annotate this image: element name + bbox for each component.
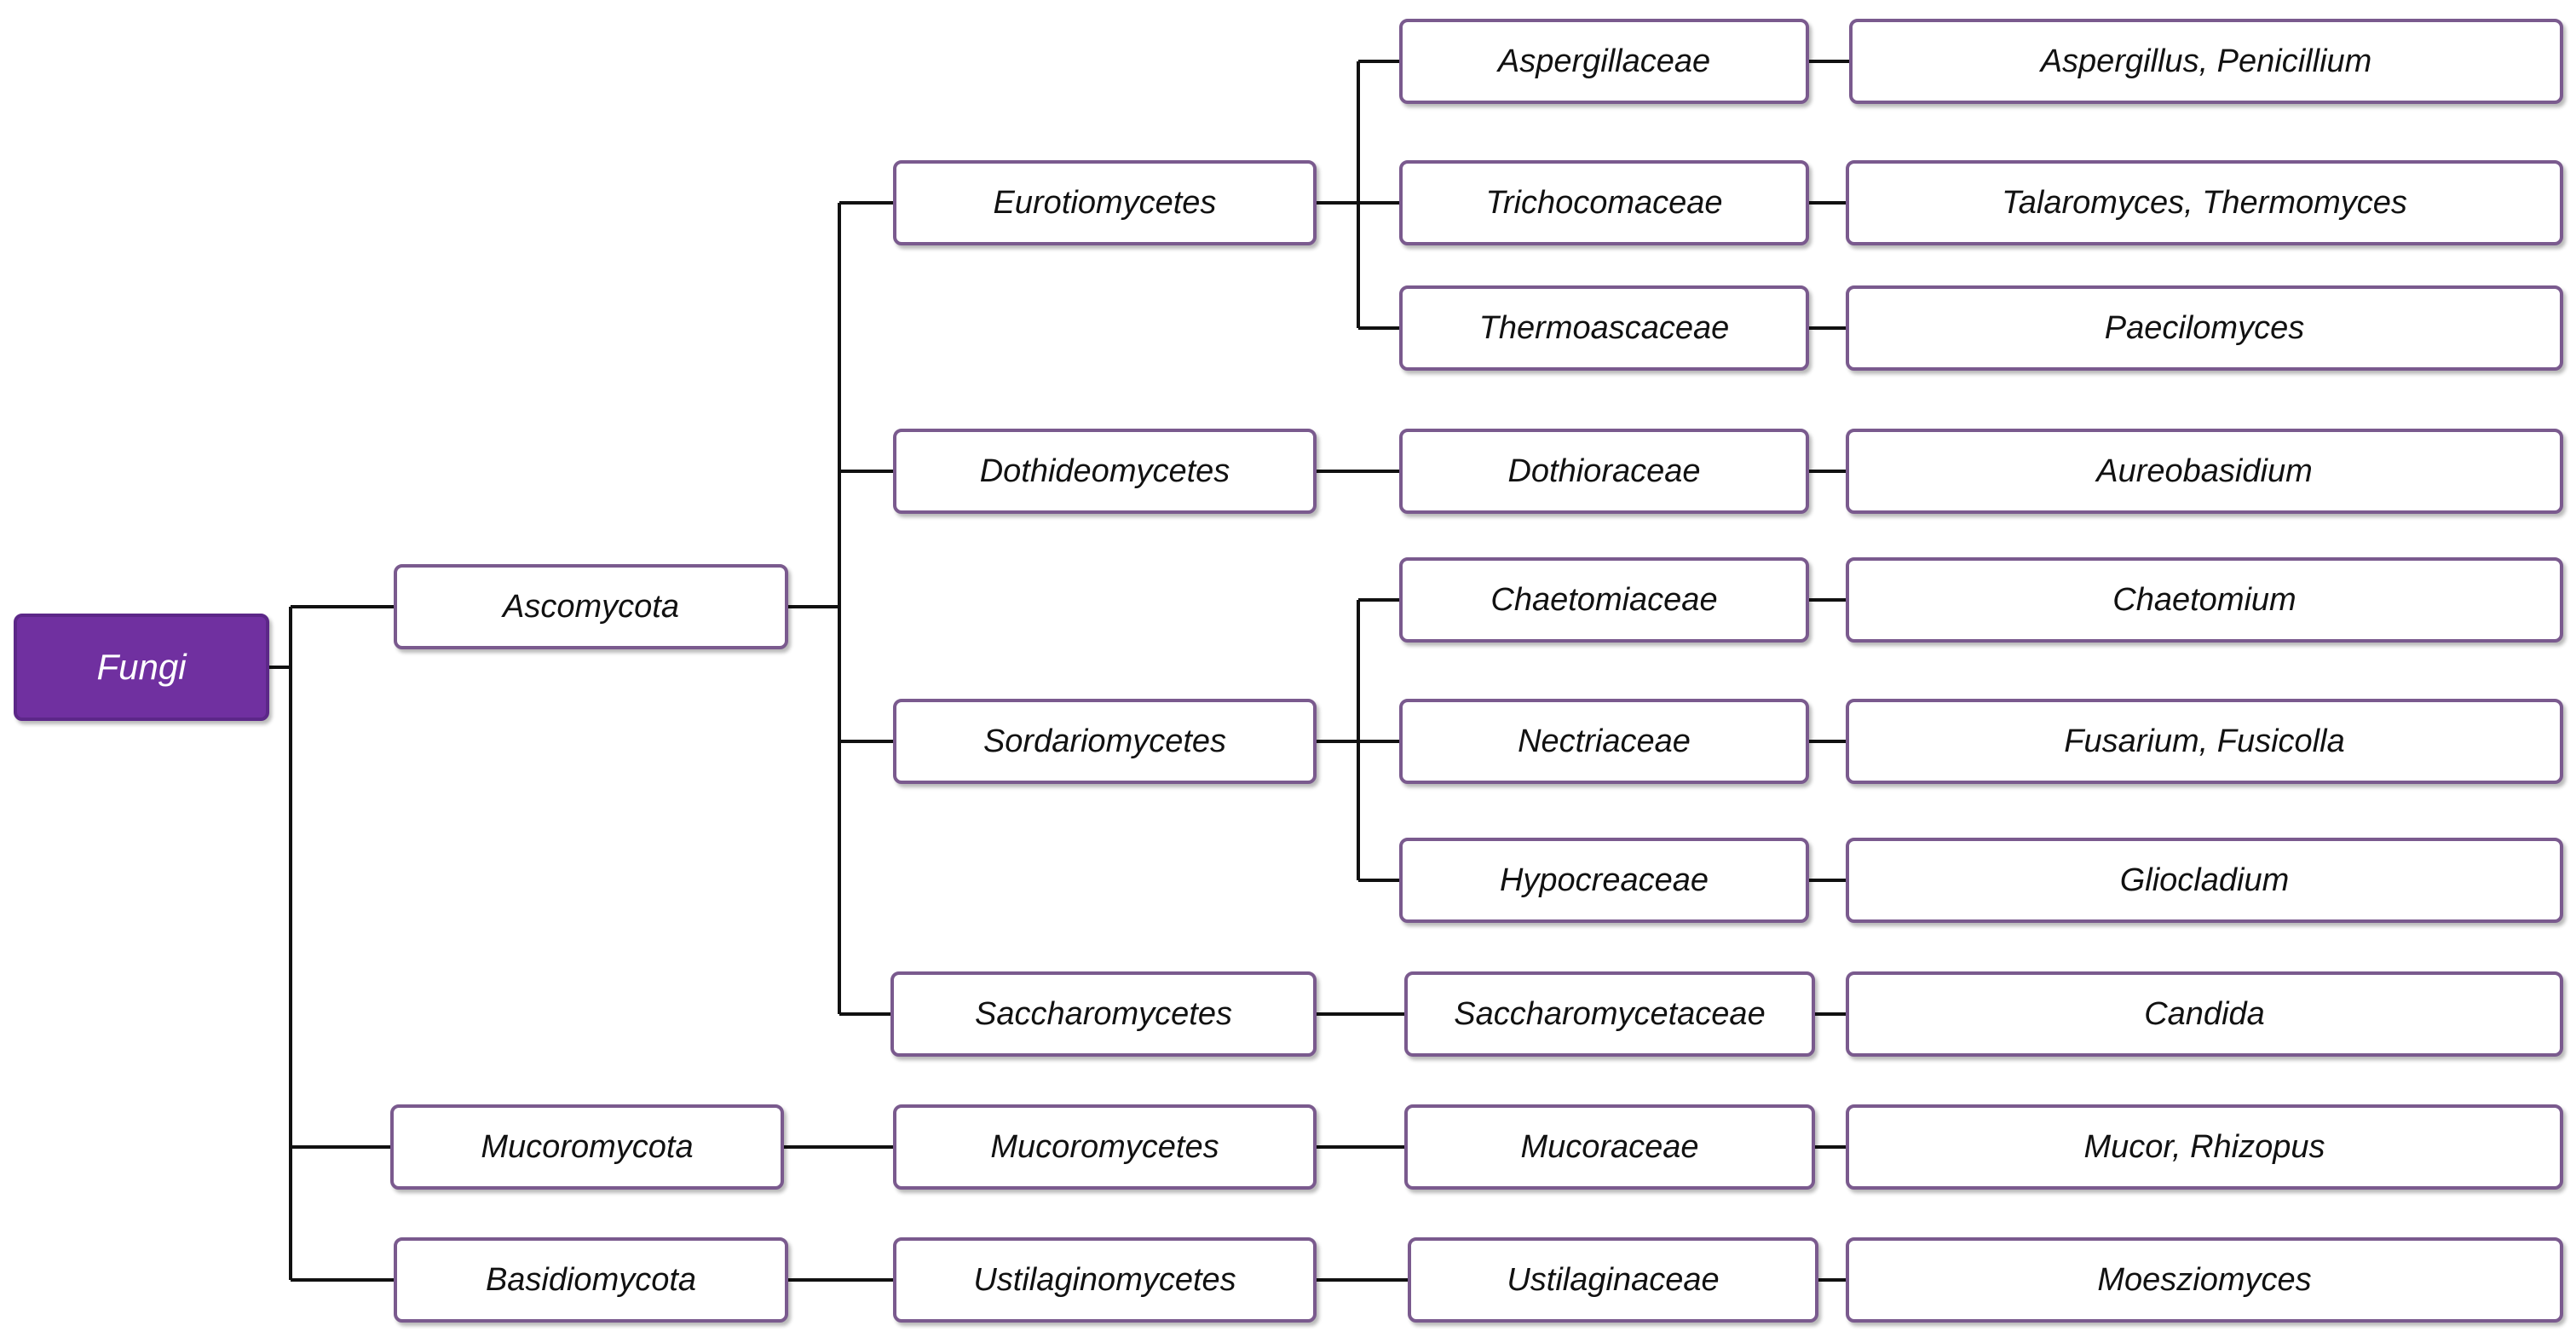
node-genera-mucoraceae-label: Mucor, Rhizopus bbox=[2083, 1128, 2325, 1165]
node-trichocomaceae: Trichocomaceae bbox=[1399, 160, 1809, 245]
node-sordariomycetes: Sordariomycetes bbox=[893, 699, 1317, 784]
node-ustilaginaceae: Ustilaginaceae bbox=[1408, 1237, 1818, 1323]
node-fungi: Fungi bbox=[14, 614, 269, 721]
node-genera-saccharomycetaceae-label: Candida bbox=[2144, 995, 2265, 1032]
node-basidiomycota: Basidiomycota bbox=[394, 1237, 788, 1323]
node-eurotiomycetes-label: Eurotiomycetes bbox=[993, 184, 1217, 221]
connector-eurotiomycetes-families bbox=[1317, 60, 1399, 330]
node-ustilaginomycetes-label: Ustilaginomycetes bbox=[973, 1261, 1236, 1298]
node-mucoraceae: Mucoraceae bbox=[1404, 1104, 1815, 1190]
node-mucoraceae-label: Mucoraceae bbox=[1520, 1128, 1699, 1165]
node-nectriaceae: Nectriaceae bbox=[1399, 699, 1809, 784]
node-genera-thermoascaceae-label: Paecilomyces bbox=[2104, 309, 2305, 346]
node-mucoromycota: Mucoromycota bbox=[390, 1104, 784, 1190]
node-dothideomycetes-label: Dothideomycetes bbox=[979, 452, 1230, 489]
node-chaetomiaceae-label: Chaetomiaceae bbox=[1490, 581, 1718, 618]
node-genera-chaetomiaceae-label: Chaetomium bbox=[2112, 581, 2297, 618]
node-genera-trichocomaceae-label: Talaromyces, Thermomyces bbox=[2002, 184, 2407, 221]
node-dothioraceae-label: Dothioraceae bbox=[1507, 452, 1701, 489]
connector-ascomycota-classes bbox=[788, 201, 893, 1016]
node-trichocomaceae-label: Trichocomaceae bbox=[1485, 184, 1723, 221]
node-genera-nectriaceae-label: Fusarium, Fusicolla bbox=[2064, 723, 2345, 759]
node-fungi-label: Fungi bbox=[96, 647, 187, 687]
node-ustilaginaceae-label: Ustilaginaceae bbox=[1507, 1261, 1720, 1298]
node-saccharomycetaceae: Saccharomycetaceae bbox=[1404, 971, 1815, 1057]
connector-fungi-phyla bbox=[269, 605, 394, 1282]
node-saccharomycetes-label: Saccharomycetes bbox=[974, 995, 1232, 1032]
node-thermoascaceae: Thermoascaceae bbox=[1399, 285, 1809, 371]
node-genera-nectriaceae: Fusarium, Fusicolla bbox=[1846, 699, 2563, 784]
node-genera-trichocomaceae: Talaromyces, Thermomyces bbox=[1846, 160, 2563, 245]
node-genera-hypocreaceae-label: Gliocladium bbox=[2119, 862, 2290, 898]
node-aspergillaceae: Aspergillaceae bbox=[1399, 19, 1809, 104]
node-genera-dothioraceae: Aureobasidium bbox=[1846, 429, 2563, 514]
node-dothideomycetes: Dothideomycetes bbox=[893, 429, 1317, 514]
node-mucoromycota-label: Mucoromycota bbox=[481, 1128, 694, 1165]
node-genera-chaetomiaceae: Chaetomium bbox=[1846, 557, 2563, 643]
node-sordariomycetes-label: Sordariomycetes bbox=[983, 723, 1227, 759]
node-genera-mucoraceae: Mucor, Rhizopus bbox=[1846, 1104, 2563, 1190]
connector-families-genera bbox=[1809, 60, 1849, 1282]
node-ustilaginomycetes: Ustilaginomycetes bbox=[893, 1237, 1317, 1323]
node-nectriaceae-label: Nectriaceae bbox=[1518, 723, 1691, 759]
node-mucoromycetes: Mucoromycetes bbox=[893, 1104, 1317, 1190]
node-hypocreaceae-label: Hypocreaceae bbox=[1499, 862, 1709, 898]
node-mucoromycetes-label: Mucoromycetes bbox=[990, 1128, 1219, 1165]
node-ascomycota-label: Ascomycota bbox=[503, 588, 679, 625]
node-thermoascaceae-label: Thermoascaceae bbox=[1478, 309, 1730, 346]
node-genera-aspergillaceae-label: Aspergillus, Penicillium bbox=[2040, 43, 2372, 79]
connector-sordariomycetes-families bbox=[1317, 598, 1399, 882]
node-genera-ustilaginaceae: Moesziomyces bbox=[1846, 1237, 2563, 1323]
node-hypocreaceae: Hypocreaceae bbox=[1399, 838, 1809, 923]
node-ascomycota: Ascomycota bbox=[394, 564, 788, 649]
node-genera-aspergillaceae: Aspergillus, Penicillium bbox=[1849, 19, 2563, 104]
node-basidiomycota-label: Basidiomycota bbox=[485, 1261, 697, 1298]
node-genera-hypocreaceae: Gliocladium bbox=[1846, 838, 2563, 923]
node-saccharomycetes: Saccharomycetes bbox=[890, 971, 1317, 1057]
node-genera-saccharomycetaceae: Candida bbox=[1846, 971, 2563, 1057]
node-aspergillaceae-label: Aspergillaceae bbox=[1497, 43, 1711, 79]
node-chaetomiaceae: Chaetomiaceae bbox=[1399, 557, 1809, 643]
node-genera-thermoascaceae: Paecilomyces bbox=[1846, 285, 2563, 371]
node-saccharomycetaceae-label: Saccharomycetaceae bbox=[1454, 995, 1766, 1032]
node-dothioraceae: Dothioraceae bbox=[1399, 429, 1809, 514]
node-genera-ustilaginaceae-label: Moesziomyces bbox=[2097, 1261, 2312, 1298]
node-genera-dothioraceae-label: Aureobasidium bbox=[2096, 452, 2313, 489]
node-eurotiomycetes: Eurotiomycetes bbox=[893, 160, 1317, 245]
